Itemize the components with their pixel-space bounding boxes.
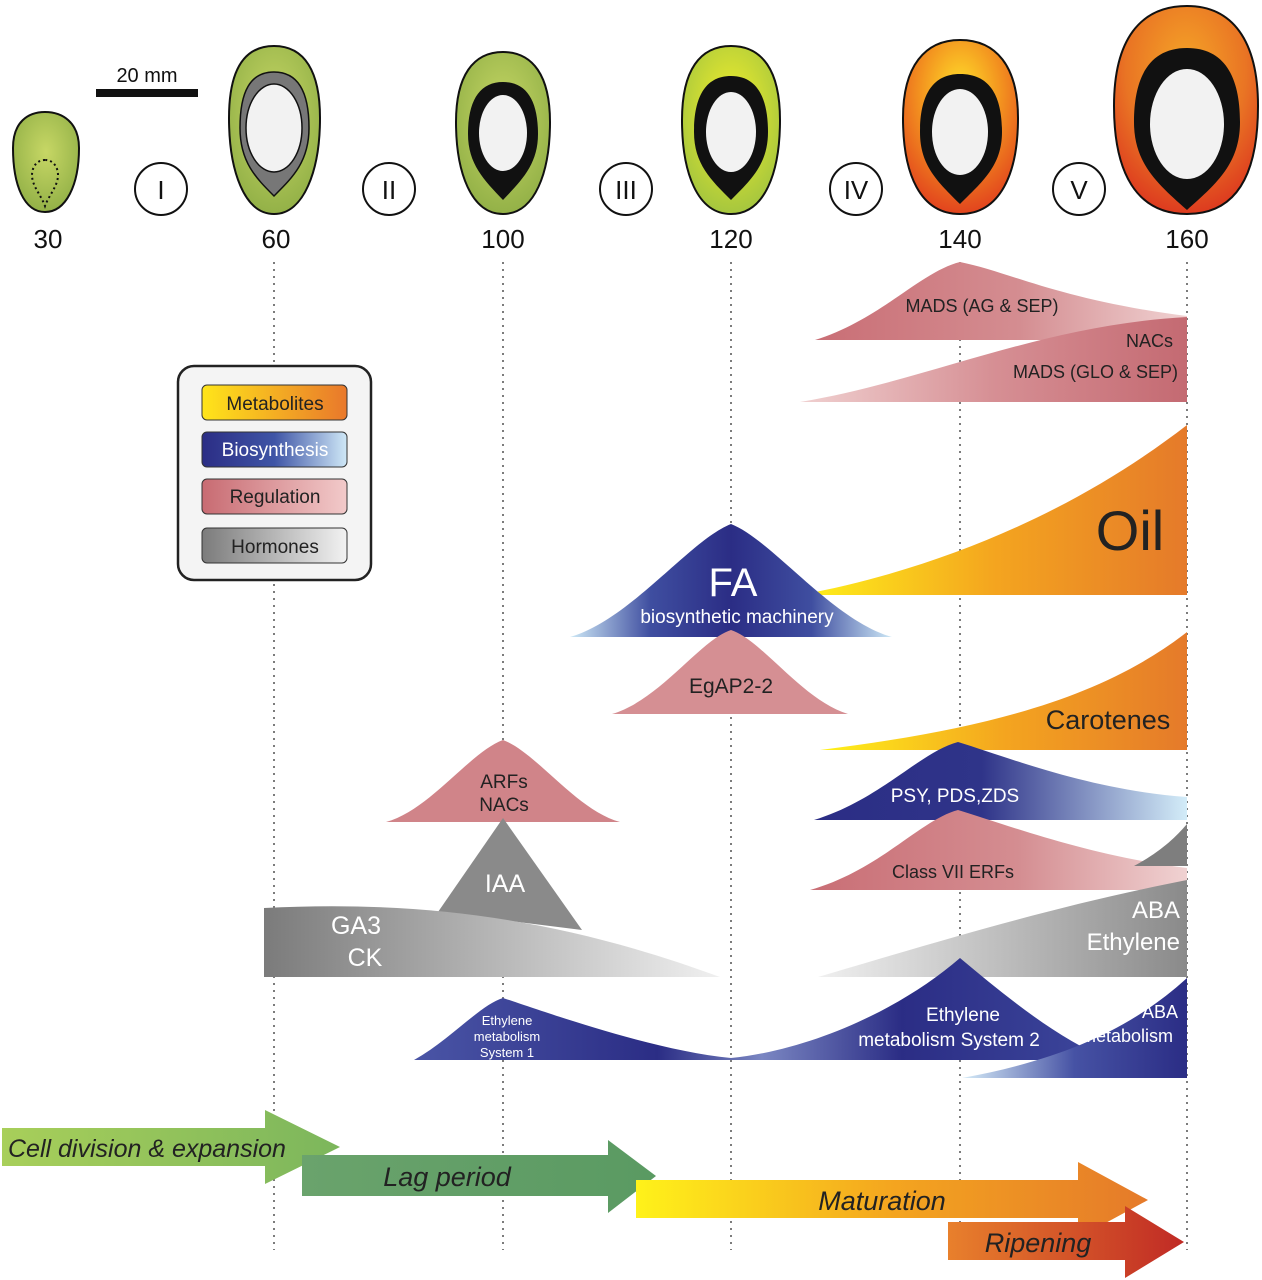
aba-ethylene-shape	[818, 880, 1187, 977]
class7-erfs-label: Class VII ERFs	[892, 862, 1014, 882]
day-label-30: 30	[34, 224, 63, 254]
egap2-label: EgAP2-2	[689, 675, 773, 698]
nacs-mid-label: NACs	[479, 795, 529, 816]
stage-label-5: V	[1070, 175, 1088, 205]
fruit-30	[11, 110, 81, 214]
day-label-100: 100	[481, 224, 524, 254]
iaa-shape	[438, 818, 582, 930]
psy-shape	[814, 742, 1187, 820]
eth1-label-b: metabolism	[474, 1029, 540, 1044]
legend: Metabolites Biosynthesis Regulation Horm…	[176, 364, 373, 582]
phase-arrow-lag	[302, 1140, 656, 1213]
day-label-140: 140	[938, 224, 981, 254]
phase-arrow-cell-division	[2, 1110, 340, 1184]
fruit-160	[1112, 4, 1260, 216]
legend-swatch-metabolites	[201, 384, 348, 421]
stage-label-3: III	[615, 175, 637, 205]
mads-ag-sep-label: MADS (AG & SEP)	[905, 296, 1058, 316]
hormone-wedge-shape	[1134, 824, 1187, 866]
phase-label-ripening: Ripening	[985, 1228, 1092, 1258]
oil-shape	[800, 425, 1187, 595]
fruit-120	[680, 44, 782, 216]
day-labels: 30 60 100 120 140 160	[34, 224, 1209, 254]
legend-swatch-hormones	[201, 527, 348, 564]
ethylene-metabolism-shape	[414, 958, 1110, 1060]
ethylene-label: Ethylene	[1087, 929, 1180, 956]
eth2-label-b: metabolism System 2	[858, 1030, 1040, 1051]
stage-markers: I II III IV V	[134, 162, 1106, 216]
arfs-nacs-shape	[386, 740, 620, 822]
phase-label-maturation: Maturation	[818, 1186, 946, 1216]
carotenes-label: Carotenes	[1046, 705, 1171, 735]
aba-label: ABA	[1132, 897, 1180, 924]
oil-label: Oil	[1096, 499, 1164, 562]
fruit-60	[227, 44, 322, 216]
mads-glo-sep-label: MADS (GLO & SEP)	[1013, 362, 1178, 382]
legend-label-metabolites: Metabolites	[226, 394, 323, 415]
legend-label-regulation: Regulation	[230, 487, 321, 508]
ga3-label: GA3	[331, 912, 381, 940]
fa-label: FA	[709, 561, 758, 605]
legend-swatch-regulation	[201, 478, 348, 515]
legend-swatch-biosynthesis	[201, 431, 348, 468]
phase-label-cell-division: Cell division & expansion	[8, 1135, 286, 1163]
ck-label: CK	[348, 944, 383, 972]
fruit-100	[454, 50, 552, 216]
aba-metabolism-shape	[962, 978, 1187, 1078]
guide-lines	[273, 262, 1188, 1250]
fruit-140	[901, 38, 1020, 216]
arfs-label: ARFs	[480, 772, 528, 793]
scale-bar	[96, 89, 198, 97]
day-label-120: 120	[709, 224, 752, 254]
legend-label-biosynthesis: Biosynthesis	[222, 440, 329, 461]
stage-label-4: IV	[844, 175, 869, 205]
nacs-mads-glo-shape	[800, 317, 1187, 402]
abam-label-a: ABA	[1142, 1002, 1178, 1022]
day-label-60: 60	[262, 224, 291, 254]
eth1-label-a: Ethylene	[482, 1013, 533, 1028]
carotenes-shape	[820, 632, 1187, 750]
stage-label-1: I	[157, 175, 164, 205]
class7-erfs-shape	[810, 810, 1187, 890]
abam-label-b: metabolism	[1081, 1026, 1173, 1046]
fa-shape	[570, 524, 892, 637]
nacs-top-label: NACs	[1126, 331, 1173, 351]
eth1-label-c: System 1	[480, 1045, 534, 1060]
fa-machinery-label: biosynthetic machinery	[640, 607, 834, 628]
mads-ag-sep-shape	[815, 262, 1187, 340]
ga3-ck-shape	[264, 906, 720, 977]
phase-arrow-ripening	[948, 1206, 1184, 1278]
legend-label-hormones: Hormones	[231, 537, 319, 558]
egap2-shape	[612, 630, 848, 714]
psy-label: PSY, PDS,ZDS	[891, 786, 1019, 807]
stage-label-2: II	[382, 175, 396, 205]
scale-bar-label: 20 mm	[116, 65, 177, 87]
eth2-label-a: Ethylene	[926, 1005, 1000, 1026]
iaa-label: IAA	[485, 870, 526, 898]
day-label-160: 160	[1165, 224, 1208, 254]
phase-label-lag: Lag period	[383, 1162, 512, 1192]
phase-arrow-maturation	[636, 1162, 1148, 1238]
